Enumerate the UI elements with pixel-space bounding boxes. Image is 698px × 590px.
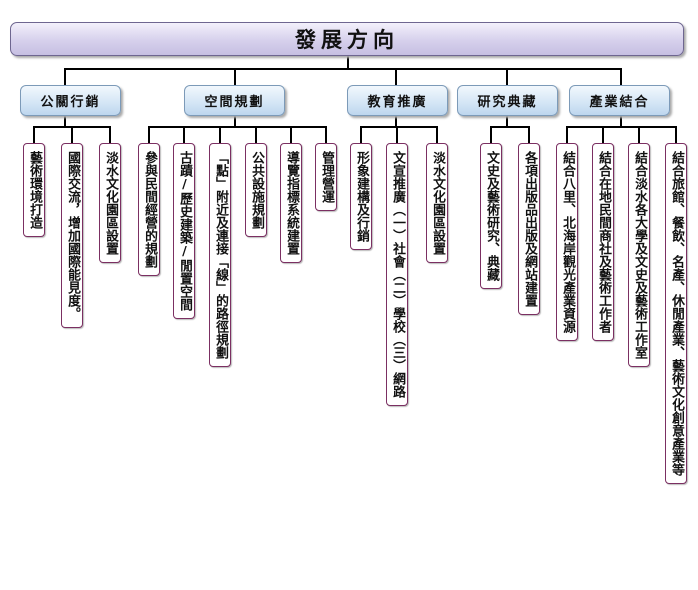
leaf-item: 導覽指標系統建置 [280, 143, 302, 263]
connector [675, 126, 677, 143]
connector [395, 68, 397, 85]
leaf-item: 參與民間經營的規劃 [138, 143, 160, 276]
leaf-item: 「點」附近及連接「線」的路徑規劃 [209, 143, 231, 367]
leaf-item: 古蹟/歷史建築/閒置空間 [173, 143, 195, 320]
category-research-collection: 研究典藏 [457, 85, 558, 116]
connector [148, 126, 327, 128]
leaf-item: 管理營運 [315, 143, 337, 211]
connector [620, 116, 622, 127]
root-node-title: 發展方向 [10, 22, 684, 56]
connector [183, 126, 185, 143]
category-education: 教育推廣 [347, 85, 448, 116]
leaf-item: 結合淡水各大學及文史及藝術工作室 [628, 143, 650, 367]
connector [33, 126, 35, 143]
leaf-item: 結合八里、北海岸觀光產業資源 [556, 143, 578, 341]
category-public-relations: 公關行銷 [20, 85, 121, 116]
connector [506, 68, 508, 85]
leaf-item: 文史及藝術研究、典藏 [480, 143, 502, 289]
connector [290, 126, 292, 143]
leaf-item: 國際交流，增加國際能見度。 [61, 143, 83, 328]
connector [360, 126, 362, 143]
leaf-item: 淡水文化園區設置 [426, 143, 448, 263]
connector [219, 126, 221, 143]
connector [638, 126, 640, 143]
connector [148, 126, 150, 143]
connector [395, 116, 397, 127]
leaf-item: 淡水文化園區設置 [99, 143, 121, 263]
connector [360, 126, 438, 128]
connector [234, 116, 236, 127]
leaf-item: 各項出版品出版及網站建置 [518, 143, 540, 315]
connector [234, 68, 236, 85]
connector [602, 126, 604, 143]
leaf-item: 結合在地民間商社及藝術工作者 [592, 143, 614, 341]
connector [506, 116, 508, 127]
leaf-item: 公共設施規劃 [245, 143, 267, 237]
connector [64, 116, 66, 127]
category-space-planning: 空間規劃 [184, 85, 285, 116]
connector [436, 126, 438, 143]
leaf-item: 藝術環境打造 [23, 143, 45, 237]
connector [325, 126, 327, 143]
connector [64, 68, 66, 85]
leaf-item: 形象建構及行銷 [350, 143, 372, 250]
connector [71, 126, 73, 143]
category-industry-integration: 產業結合 [569, 85, 670, 116]
leaf-item: 文宣推廣（一）社會（二）學校（三）網路 [386, 143, 408, 406]
leaf-item: 結合旅館、餐飲、名產、休閒產業、藝術文化創意產業等 [665, 143, 687, 484]
connector [255, 126, 257, 143]
connector [64, 68, 622, 70]
connector [566, 126, 677, 128]
connector [347, 56, 349, 69]
connector [528, 126, 530, 143]
connector [396, 126, 398, 143]
connector [620, 68, 622, 85]
connector [109, 126, 111, 143]
connector [490, 126, 492, 143]
connector [566, 126, 568, 143]
connector [490, 126, 530, 128]
